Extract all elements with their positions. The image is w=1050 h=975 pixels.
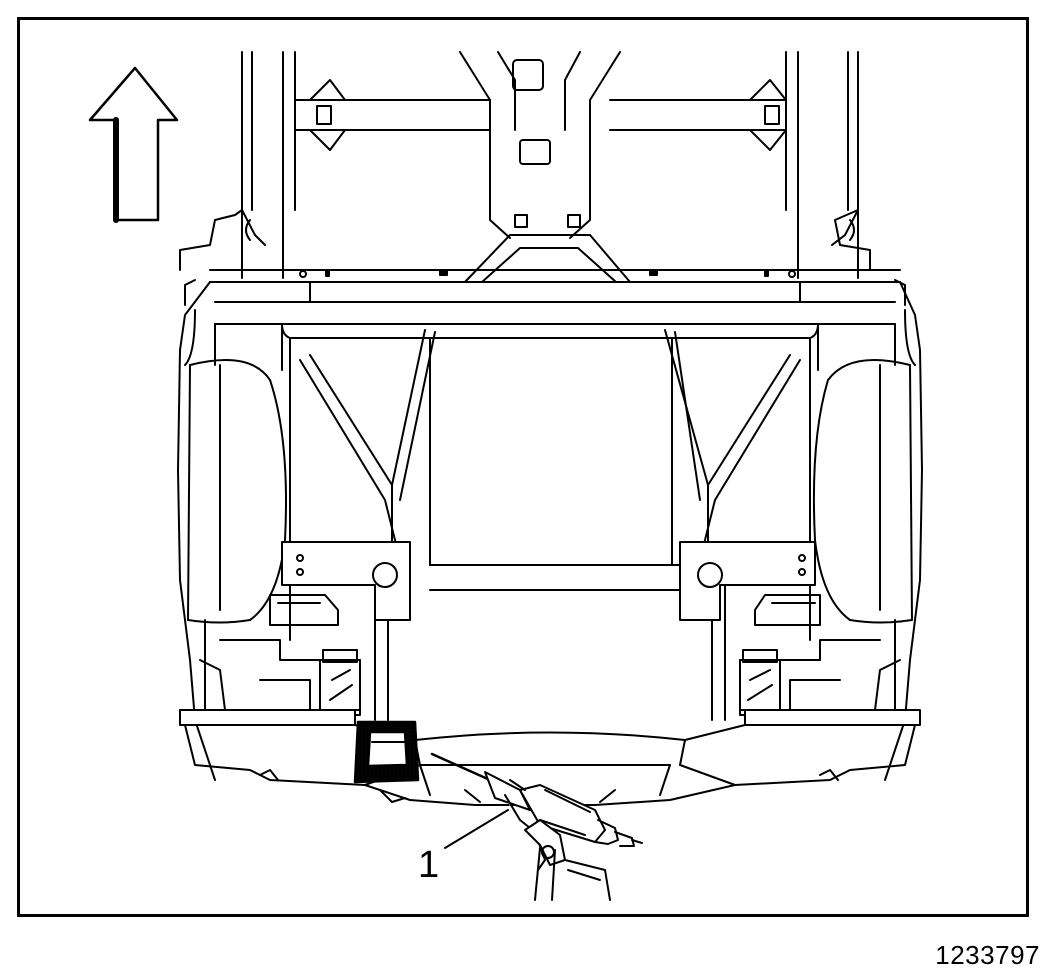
upper-cross-member <box>295 52 786 282</box>
callout-leader-line <box>445 810 508 848</box>
left-mount-bracket <box>270 542 410 625</box>
callout-number: 1 <box>418 844 440 886</box>
diagram-frame: 1 <box>17 17 1029 917</box>
figure-id: 1233797 <box>935 940 1040 970</box>
sealant-gun-icon <box>432 754 642 900</box>
right-wheel-housing <box>814 282 922 780</box>
lower-compartments <box>200 620 900 715</box>
side-brackets <box>180 210 905 305</box>
front-lower-beam <box>180 710 920 805</box>
left-wheel-housing <box>178 282 286 780</box>
arrow-up-icon <box>90 68 177 220</box>
front-crossbar <box>210 270 900 324</box>
upper-frame-rails <box>242 52 858 278</box>
engine-bay-frame <box>282 324 818 720</box>
sealer-application-area <box>355 722 418 782</box>
right-mount-bracket <box>680 542 820 625</box>
vehicle-front-structure-illustration <box>20 20 1029 917</box>
